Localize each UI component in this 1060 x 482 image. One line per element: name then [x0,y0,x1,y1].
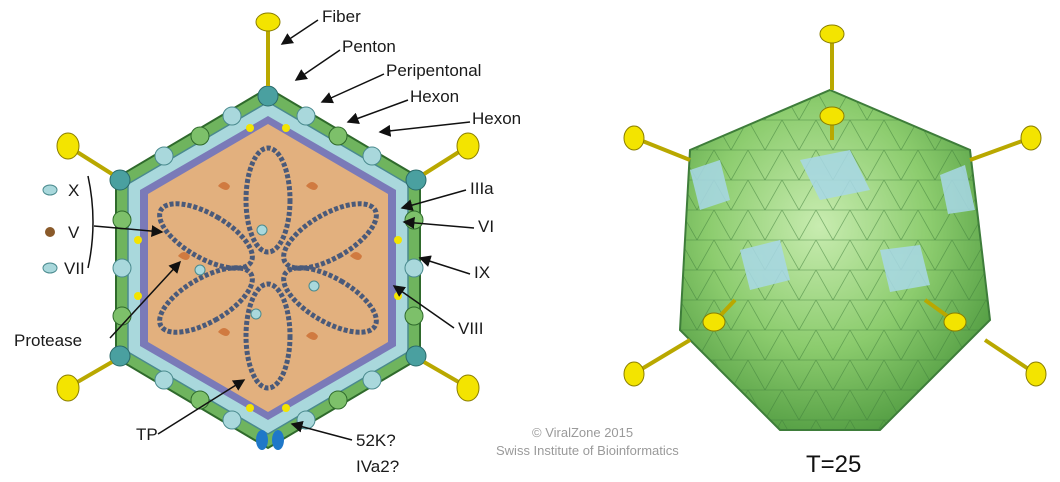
label-v: V [68,223,80,242]
label-iiia: IIIa [470,179,494,198]
label-viii: VIII [458,319,484,338]
legend-brace [88,176,93,268]
label-protease: Protease [14,331,82,350]
legend-v-marker [45,227,55,237]
label-peripentonal: Peripentonal [386,61,481,80]
credit-line-1: © ViralZone 2015 [532,425,633,440]
label-52k: 52K? [356,431,396,450]
capsid-3d [624,25,1046,430]
label-vii: VII [64,259,85,278]
capsid-facets [680,90,990,430]
label-hexon-2: Hexon [472,109,521,128]
legend-vii-marker [43,263,57,273]
triangulation-label: T=25 [806,451,861,478]
label-iva2: IVa2? [356,457,399,476]
label-hexon-1: Hexon [410,87,459,106]
label-vi: VI [478,217,494,236]
legend-x-marker [43,185,57,195]
label-fiber: Fiber [322,7,361,26]
label-ix: IX [474,263,490,282]
label-penton: Penton [342,37,396,56]
label-tp: TP [136,425,158,444]
credit-line-2: Swiss Institute of Bioinformatics [496,443,679,458]
label-x: X [68,181,79,200]
